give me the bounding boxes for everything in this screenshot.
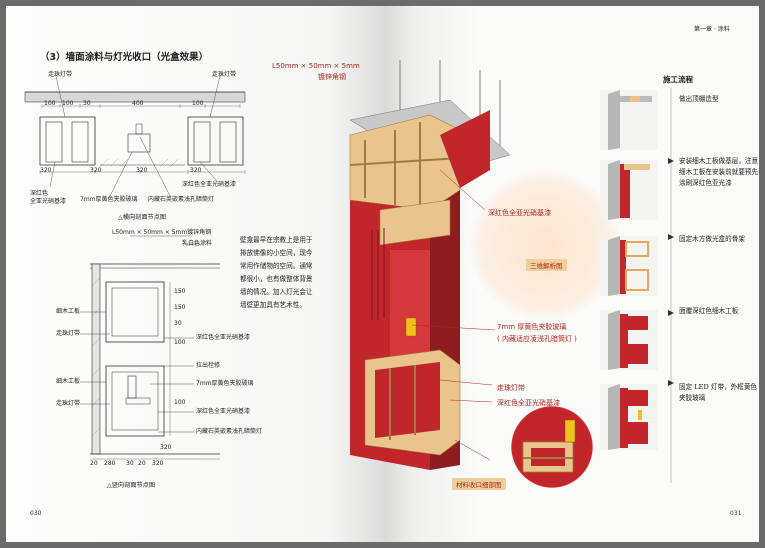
hdim-5: 320 xyxy=(152,460,164,467)
label-lacquer-finish: 深红色 全亚光硝基漆 xyxy=(30,190,67,205)
label-lacquer-base-2: 深红色全亚光硝基漆 xyxy=(196,334,251,341)
label-hidden-light: 内藏石英嵌素浅孔暗筒灯 xyxy=(148,196,215,203)
dim-8: 320 xyxy=(136,167,148,174)
label-lacquer-finish-2: 深红色全亚光硝基漆 xyxy=(196,408,251,415)
label-glass: 7mm厚黄色夹胶玻璃 xyxy=(80,196,138,203)
exploded-3d-illustration xyxy=(349,60,511,470)
tag-detail-view: 材料收口细部图 xyxy=(452,478,506,490)
chapter-title: 第一章 · 涂料 xyxy=(694,26,730,33)
vdim-1: 150 xyxy=(174,288,186,295)
hdim-2: 280 xyxy=(104,460,116,467)
callout-angle-steel-2: 镀锌角钢 xyxy=(318,73,346,81)
label-thin-board-1: 细木工板 xyxy=(56,308,81,315)
section-heading: （3）墙面涂料与灯光收口（光盒效果） xyxy=(40,52,209,63)
tag-exploded-view: 三维解析图 xyxy=(526,259,567,271)
label-led-2: 走珠灯带 xyxy=(56,400,81,407)
label-pull: 拉出栓修 xyxy=(196,362,221,369)
process-step-5: 固定 LED 灯带，外框黄色夹胶玻璃 xyxy=(679,383,758,402)
dim-2: 100 xyxy=(62,100,74,107)
dim-3: 30 xyxy=(83,100,91,107)
backdrop-glow xyxy=(470,170,620,320)
callout-angle-steel: L50mm × 50mm × 5mm xyxy=(272,62,360,70)
callout-lacquer-base: 深红色全亚光硝基漆 xyxy=(488,209,551,217)
horizontal-section-drawing xyxy=(24,75,246,197)
label-glass-2: 7mm厚黄色夹胶玻璃 xyxy=(196,380,254,387)
hdim-3: 30 xyxy=(126,460,134,467)
label-led-left: 走珠灯带 xyxy=(48,71,73,78)
callout-glass-2: ( 内藏适应凌浅孔暗筒灯 ) xyxy=(497,335,577,343)
step-2-thumbnail xyxy=(600,160,658,220)
label-angle-steel: L50mm × 50mm × 5mm镀锌角钢 xyxy=(112,229,212,236)
description-paragraph: 壁龛最早在宗教上是用于排放佛像的小空间，现今常用作储物的空间。通常都很小，也有做… xyxy=(240,236,313,309)
page-number-right: 031 xyxy=(730,510,742,517)
dim-9: 320 xyxy=(190,167,202,174)
vdim-2: 150 xyxy=(174,304,186,311)
label-thin-board-2: 细木工板 xyxy=(56,378,81,385)
hdim-1: 20 xyxy=(90,460,98,467)
vdim-5: 100 xyxy=(174,399,186,406)
dim-6: 320 xyxy=(40,167,52,174)
label-led-right: 走珠灯带 xyxy=(212,71,237,78)
process-title: 施工流程 xyxy=(663,75,693,84)
dim-4: 400 xyxy=(132,100,144,107)
step-3-thumbnail xyxy=(600,236,658,296)
caption-vertical-section: △竖向剖面节点图 xyxy=(107,482,156,489)
label-led: 走珠灯带 xyxy=(56,330,81,337)
label-lacquer-base: 深红色全亚光硝基漆 xyxy=(182,181,237,188)
dim-7: 320 xyxy=(90,167,102,174)
caption-horizontal-section: △横向剖面节点图 xyxy=(118,214,167,221)
page-number-left: 030 xyxy=(30,510,42,517)
callout-led: 走珠灯带 xyxy=(497,384,525,392)
hdim-4: 20 xyxy=(138,460,146,467)
process-step-3: 固定木方做光盒的骨架 xyxy=(679,235,745,243)
callout-glass: 7mm 厚黄色夹胶玻璃 xyxy=(497,323,567,331)
callout-lacquer-finish: 深红色全亚光硝基漆 xyxy=(497,399,560,407)
step-4-thumbnail xyxy=(600,310,658,370)
vertical-section-drawing xyxy=(80,235,220,460)
dim-5: 100 xyxy=(192,100,204,107)
step-1-thumbnail xyxy=(600,90,658,150)
dim-1: 100 xyxy=(44,100,56,107)
vdim-3: 30 xyxy=(174,320,182,327)
step-5-thumbnail xyxy=(600,384,658,450)
vdim-4: 100 xyxy=(174,339,186,346)
process-step-4: 面覆深红色细木工板 xyxy=(679,307,739,315)
vdim-6: 320 xyxy=(160,444,172,451)
detail-circle xyxy=(511,406,593,488)
process-step-2: 安装细木工板做基层，注意细木工板在安装前就要预先涂刷深红色亚光漆 xyxy=(679,157,759,187)
label-hidden-light-2: 内藏石英嵌素浅孔暗筒灯 xyxy=(196,428,263,435)
process-step-1: 做出顶棚造型 xyxy=(679,95,719,103)
label-latex: 乳白色涂料 xyxy=(182,240,213,247)
process-timeline xyxy=(668,88,674,483)
